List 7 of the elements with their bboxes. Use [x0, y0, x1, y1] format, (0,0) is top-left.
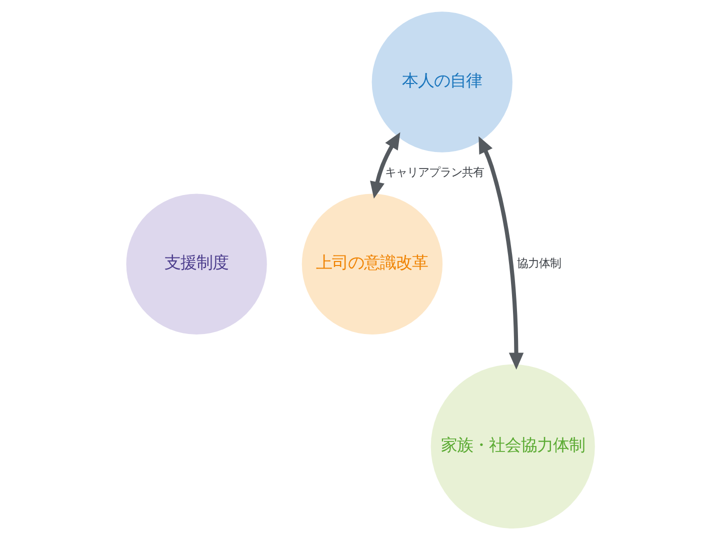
node-circle: 支援制度 — [126, 194, 266, 334]
edge-label: 協力体制 — [516, 256, 560, 270]
arrow — [478, 136, 524, 370]
node-circle: 家族・社会協力体制 — [430, 364, 594, 528]
edge-label: キャリアプラン共有 — [384, 165, 484, 180]
node-circle: 上司の意識改革 — [301, 194, 442, 334]
arrow — [370, 132, 400, 199]
